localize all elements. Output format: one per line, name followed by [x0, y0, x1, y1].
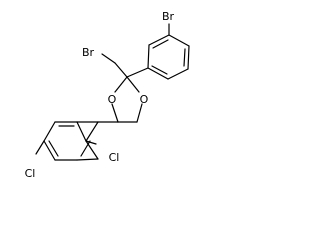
- chemical-structure-diagram: Br Br O O Cl Cl: [25, 10, 190, 180]
- bond-dichlorophenyl-1: [85, 121, 99, 142]
- bond-bromophenyl-6: [147, 67, 169, 80]
- bond-bromophenyl-double-3: [151, 65, 168, 75]
- atom-label-o-right: O: [140, 93, 149, 106]
- bond-bromophenyl-4: [187, 45, 190, 70]
- bond-c2-o-left: [114, 76, 128, 93]
- bond-dichlorophenyl-5: [43, 140, 56, 161]
- bond-bromophenyl-double-2: [183, 48, 186, 67]
- bond-c2-o-right: [126, 76, 140, 93]
- bond-aryl-cl-top: [85, 140, 97, 145]
- atom-label-o-left: O: [108, 93, 117, 106]
- atom-label-br-methyl: Br: [82, 46, 95, 59]
- atom-label-cl-top: Cl: [109, 151, 120, 164]
- bond-dichlorophenyl-8: [76, 121, 87, 142]
- bond-bromophenyl-double-1: [152, 39, 169, 49]
- bond-ch2-br: [101, 53, 116, 64]
- bond-dichlorophenyl-double-2: [48, 140, 59, 157]
- bond-bromophenyl-5: [167, 68, 189, 80]
- bond-aryl-cl-bottom: [35, 140, 45, 155]
- bond-dichlorophenyl-3: [76, 158, 99, 161]
- bond-o-left-c4: [111, 103, 119, 123]
- bond-bromophenyl-3: [168, 34, 190, 47]
- bond-c2-ch2: [114, 62, 128, 78]
- bond-bromophenyl-2: [148, 34, 170, 46]
- bond-c2-aryl: [126, 67, 149, 78]
- atom-label-br-phenyl: Br: [162, 10, 175, 23]
- bond-bromophenyl-1: [147, 44, 150, 69]
- atom-label-cl-bottom: Cl: [25, 167, 36, 180]
- bond-dichlorophenyl-6: [43, 121, 56, 142]
- bond-c5-o-right: [136, 103, 143, 123]
- bond-dichlorophenyl-double-3: [80, 140, 91, 157]
